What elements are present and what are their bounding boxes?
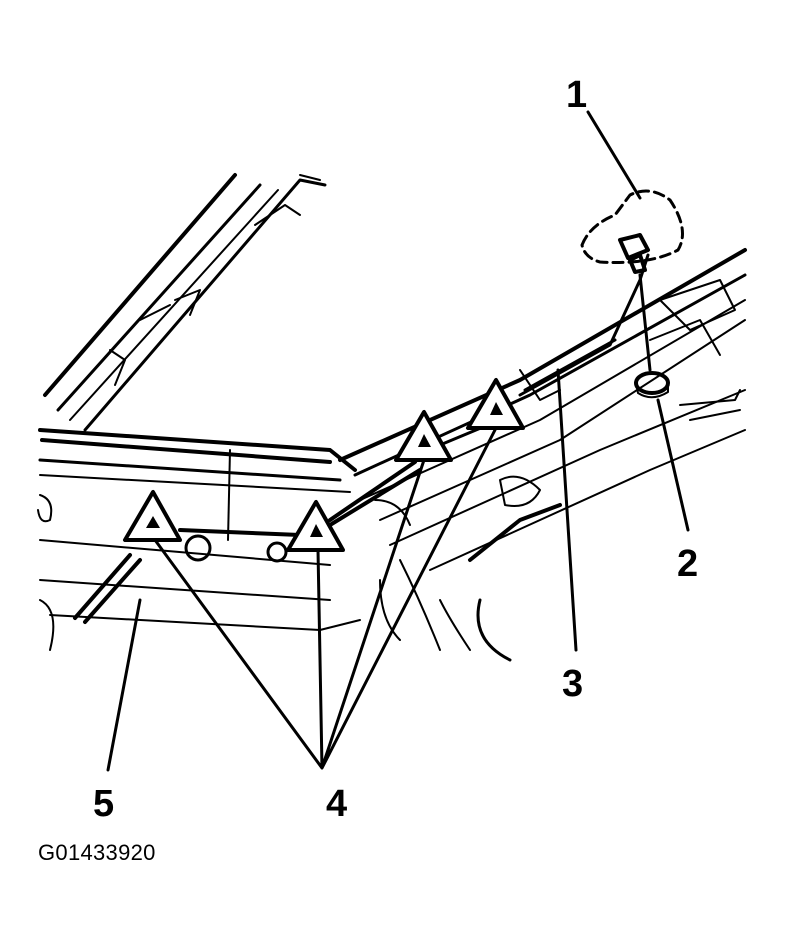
callout-3: 3 <box>562 663 584 705</box>
callout-2: 2 <box>677 543 699 585</box>
leader-line-4 <box>153 426 498 770</box>
callout-leader-lines <box>106 110 690 772</box>
callout-5: 5 <box>93 783 115 825</box>
antenna-assembly <box>580 189 741 421</box>
figure-code: G01433920 <box>38 840 156 865</box>
pillar-panel <box>374 475 562 662</box>
leader-line-5 <box>106 598 142 772</box>
callout-4: 4 <box>326 783 348 825</box>
leader-line-3 <box>556 368 578 652</box>
front-header-rail <box>38 428 361 631</box>
callout-1: 1 <box>566 74 588 116</box>
windshield-frame <box>43 173 327 432</box>
warning-triangle-icon <box>466 378 525 430</box>
retainer-clip-icon <box>634 371 670 395</box>
warning-triangle-icon <box>123 490 182 542</box>
warning-triangle-icon <box>286 500 345 552</box>
leader-line-2 <box>656 398 690 532</box>
leader-line-1 <box>586 110 642 200</box>
lower-left-panel <box>37 449 288 651</box>
side-roof-rail <box>338 248 747 571</box>
headliner-wire-harness <box>73 253 650 624</box>
